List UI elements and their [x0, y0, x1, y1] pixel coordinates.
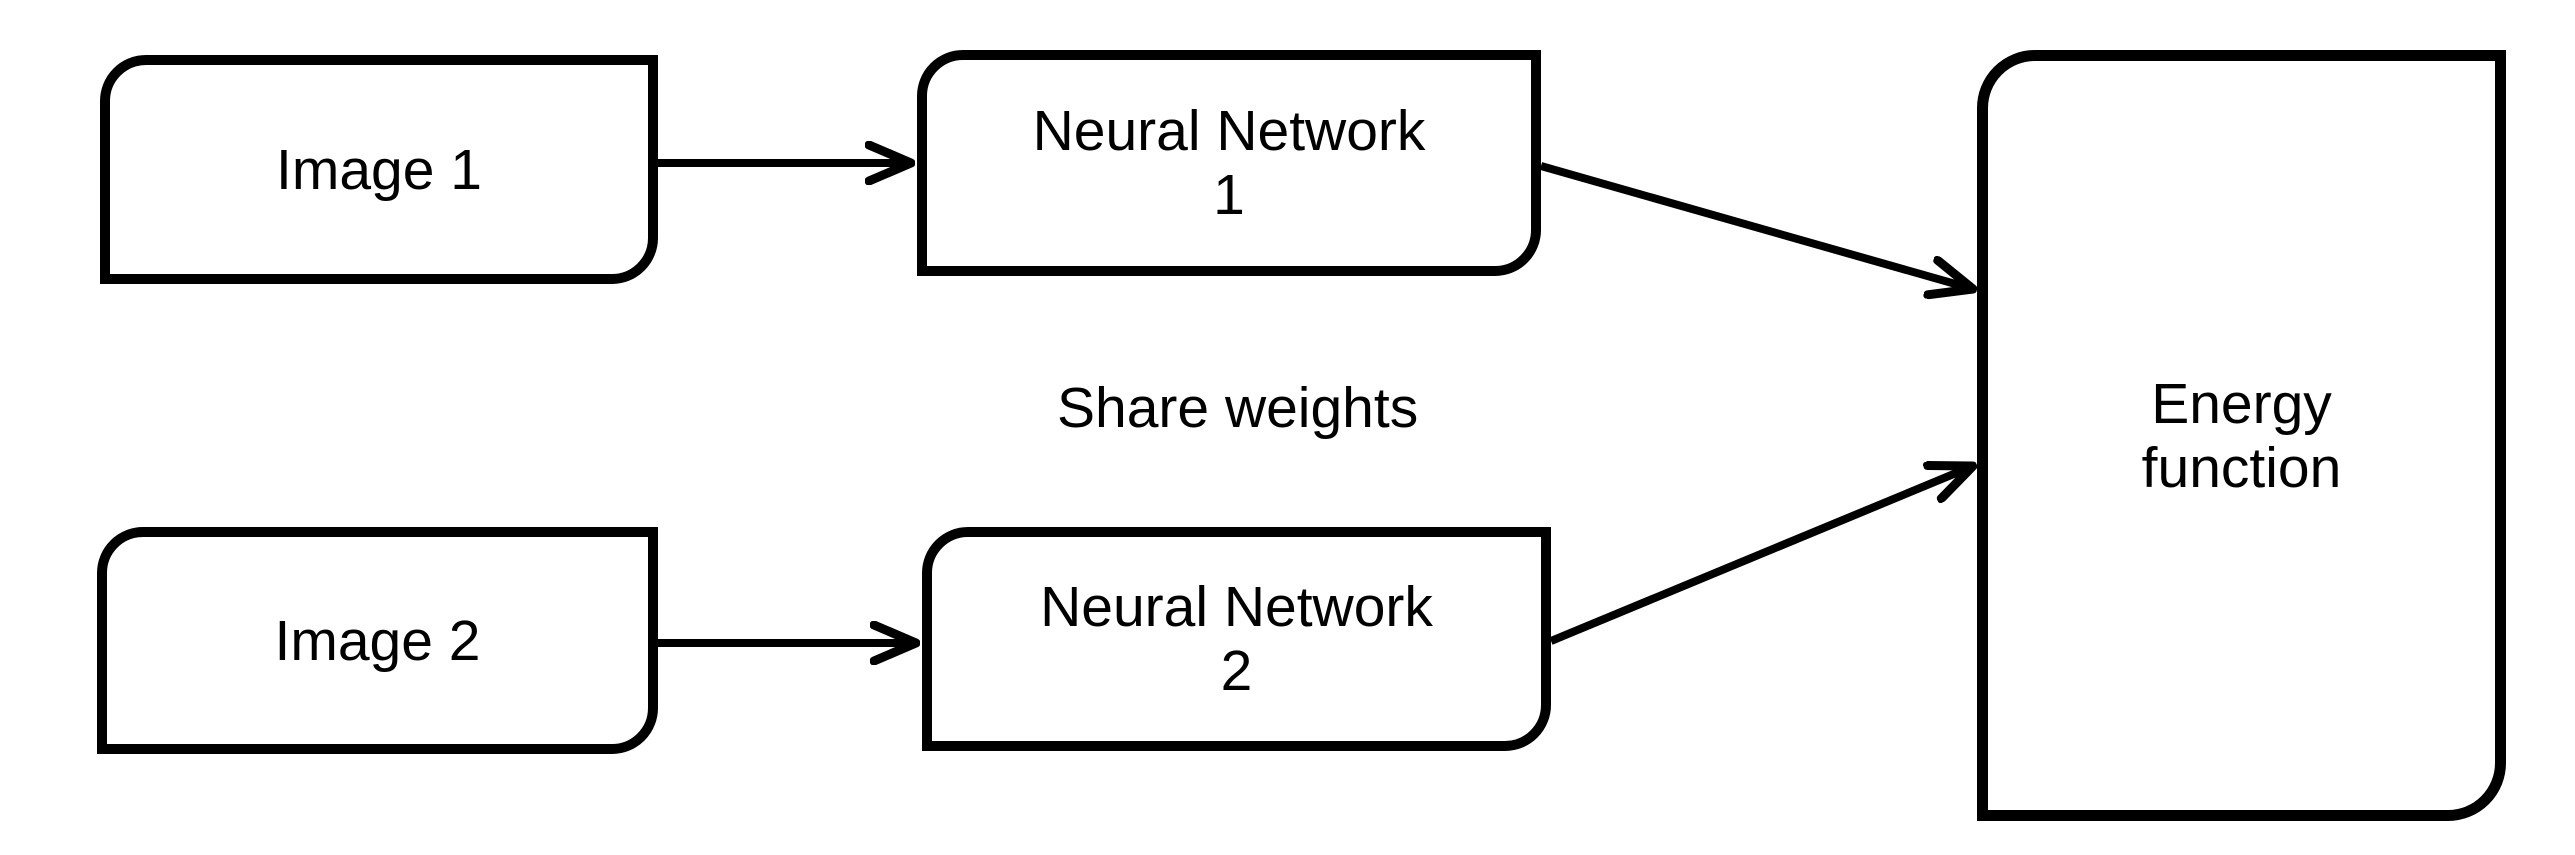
node-neural-network-1-label-line1: Neural Network	[1032, 99, 1426, 163]
node-neural-network-1: Neural Network 1	[917, 50, 1541, 276]
node-energy-function-label-line1: Energy	[2151, 371, 2332, 436]
node-image-1: Image 1	[100, 55, 658, 284]
node-energy-function-label-line2: function	[2141, 435, 2342, 500]
node-neural-network-2-label-line1: Neural Network	[1040, 575, 1433, 639]
node-image-2-label: Image 2	[274, 608, 481, 673]
arrow-nn2-to-energy	[1549, 466, 1973, 645]
node-image-2: Image 2	[97, 527, 658, 754]
node-neural-network-2: Neural Network 2	[922, 527, 1551, 751]
node-neural-network-1-label-line2: 1	[1213, 163, 1245, 227]
node-image-1-label: Image 1	[276, 137, 482, 202]
node-energy-function: Energy function	[1977, 50, 2506, 821]
share-weights-label: Share weights	[1057, 376, 1419, 440]
arrow-nn1-to-energy	[1539, 162, 1973, 289]
node-neural-network-2-label-line2: 2	[1220, 639, 1253, 703]
